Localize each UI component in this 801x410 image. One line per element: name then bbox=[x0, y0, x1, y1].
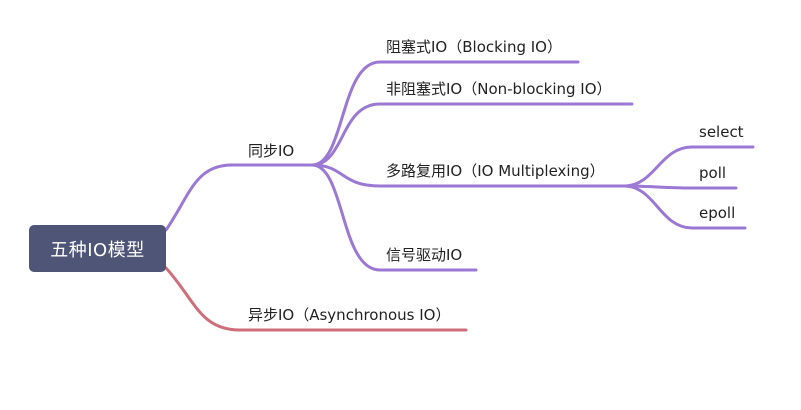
link-sync-blocking bbox=[310, 60, 580, 167]
node-select: select bbox=[699, 123, 744, 141]
link-sync-multiplexing bbox=[310, 163, 630, 188]
link-mux-epoll bbox=[622, 184, 747, 230]
node-epoll: epoll bbox=[699, 204, 736, 222]
node-sync-io: 同步IO bbox=[248, 142, 295, 160]
link-mux-select bbox=[622, 145, 755, 188]
root-node: 五种IO模型 bbox=[29, 225, 166, 272]
link-root-sync bbox=[164, 163, 322, 232]
link-mux-poll bbox=[622, 184, 738, 190]
node-multiplexing-io: 多路复用IO（IO Multiplexing） bbox=[386, 162, 605, 180]
link-sync-nonblocking bbox=[310, 102, 634, 167]
link-sync-signal bbox=[310, 163, 478, 272]
link-root-async bbox=[164, 266, 468, 332]
node-blocking-io: 阻塞式IO（Blocking IO） bbox=[386, 38, 562, 56]
node-nonblocking-io: 非阻塞式IO（Non-blocking IO） bbox=[386, 80, 612, 98]
node-poll: poll bbox=[699, 164, 727, 182]
node-async-io: 异步IO（Asynchronous IO） bbox=[248, 306, 451, 324]
node-signal-io: 信号驱动IO bbox=[386, 246, 463, 264]
